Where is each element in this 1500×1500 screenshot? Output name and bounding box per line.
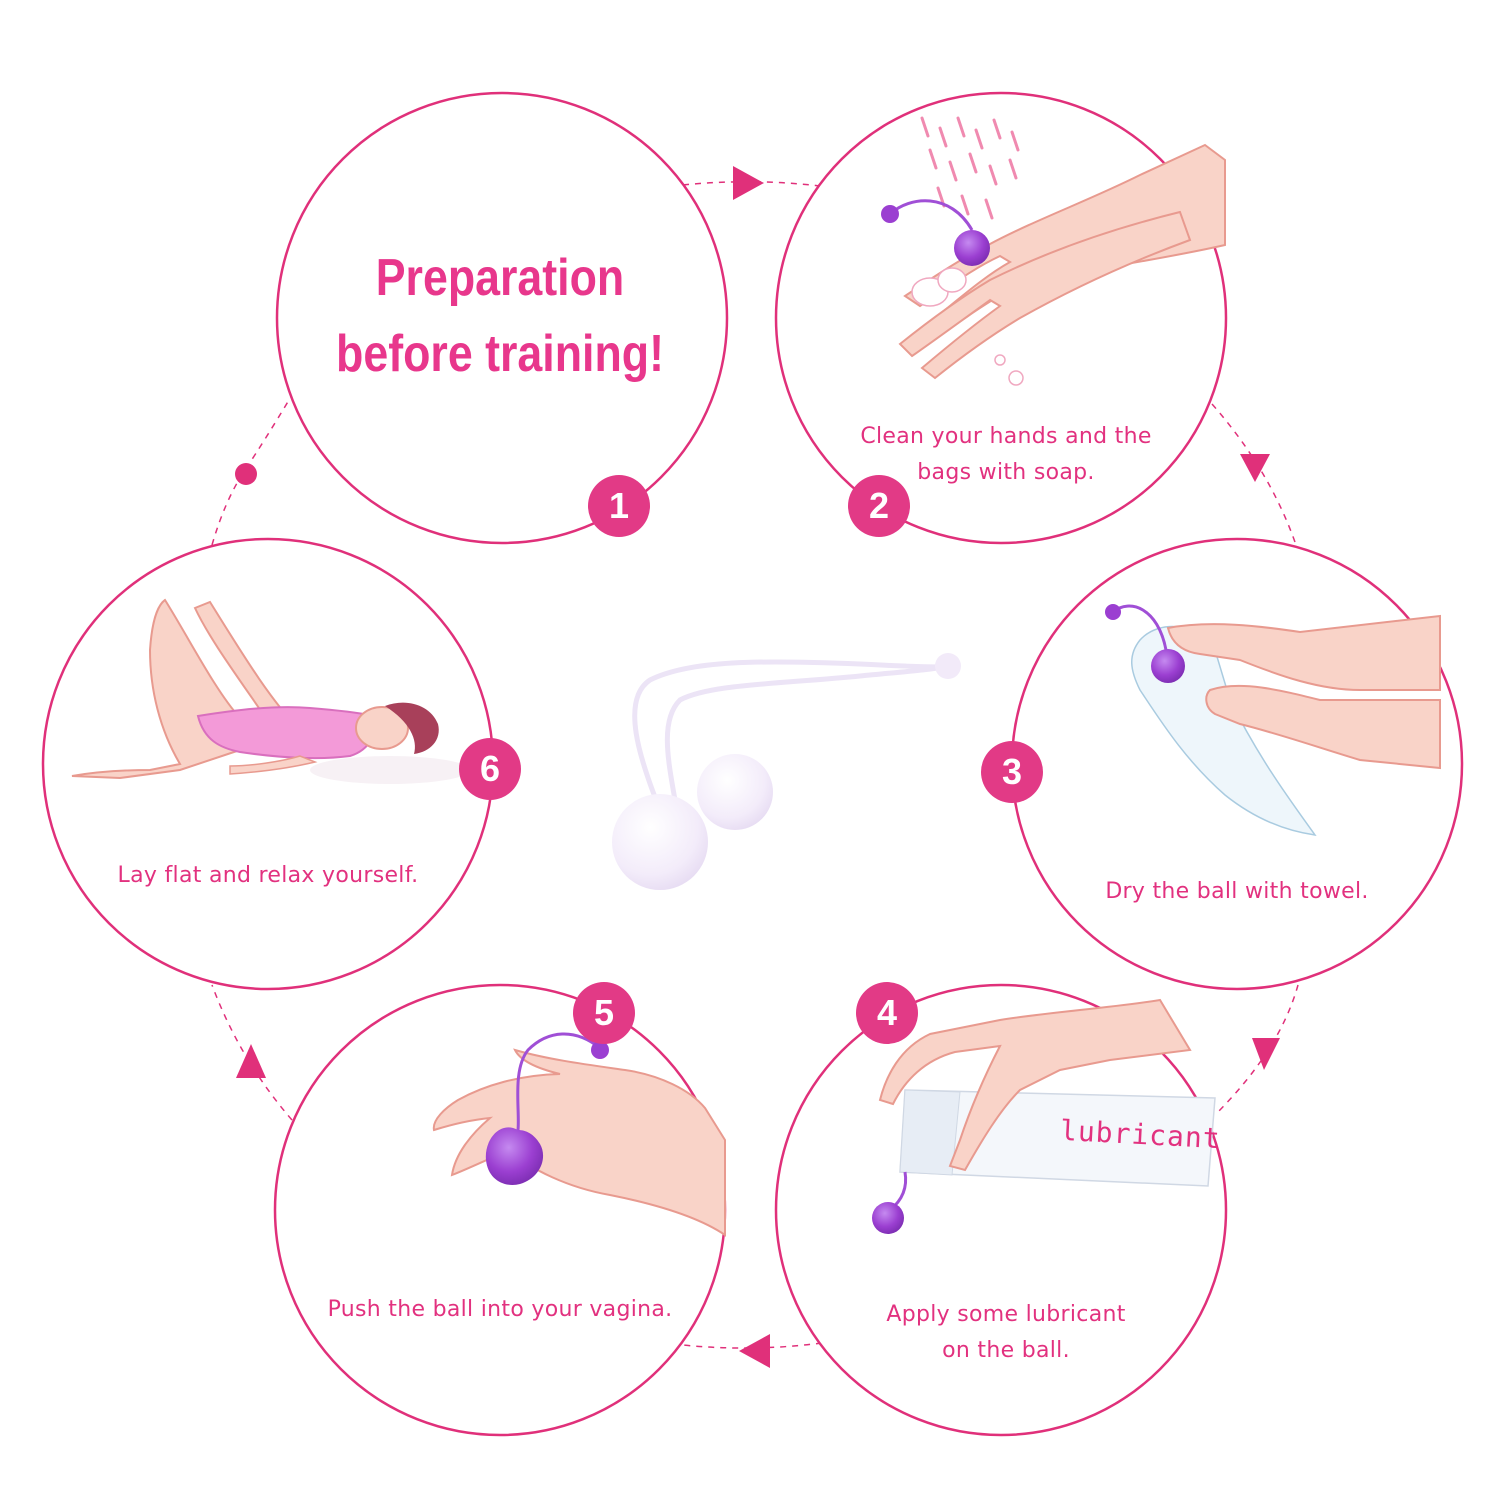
kegel-ball-icon — [612, 653, 961, 890]
step-badge-3: 3 — [981, 741, 1043, 803]
step-badge-6: 6 — [459, 738, 521, 800]
caption-line: Apply some lubricant — [886, 1302, 1126, 1327]
kegel-ball-icon — [1105, 604, 1185, 683]
title-line-2: before training! — [336, 325, 664, 383]
step-badge-2: 2 — [848, 475, 910, 537]
start-dot-icon — [235, 463, 257, 485]
caption-line: Push the ball into your vagina. — [327, 1297, 673, 1322]
reclining-woman-icon — [71, 598, 470, 784]
hand-icon — [1166, 614, 1441, 770]
connector-path — [211, 181, 1299, 1349]
step-6-caption: Lay flat and relax yourself. — [73, 858, 463, 894]
caption-line: Lay flat and relax yourself. — [117, 863, 419, 888]
step-badge-5: 5 — [573, 982, 635, 1044]
caption-line: bags with soap. — [917, 460, 1095, 485]
step-2-caption: Clean your hands and the bags with soap. — [836, 419, 1176, 491]
title-line-1: Preparation — [375, 249, 625, 307]
kegel-ball-icon — [485, 1032, 609, 1185]
page-title: Preparation before training! — [319, 240, 680, 392]
caption-line: on the ball. — [942, 1338, 1070, 1363]
step-4-caption: Apply some lubricant on the ball. — [836, 1297, 1176, 1369]
step-badge-1: 1 — [588, 475, 650, 537]
caption-line: Clean your hands and the — [860, 424, 1152, 449]
arrow-down-icon — [1252, 1038, 1280, 1070]
hand-icon — [898, 143, 1226, 380]
step-3-caption: Dry the ball with towel. — [1062, 874, 1412, 910]
arrow-up-icon — [236, 1044, 266, 1078]
kegel-ball-icon — [881, 199, 990, 266]
step-5-caption: Push the ball into your vagina. — [300, 1292, 700, 1328]
hand-icon — [432, 1048, 726, 1237]
step-1-circle — [275, 91, 729, 545]
arrow-left-icon — [739, 1334, 770, 1368]
arrow-right-icon — [733, 166, 764, 200]
hand-icon — [878, 998, 1192, 1172]
kegel-ball-icon — [872, 1171, 908, 1234]
step-badge-4: 4 — [856, 982, 918, 1044]
soap-foam — [911, 267, 1024, 386]
arrow-down-icon — [1240, 454, 1270, 482]
caption-line: Dry the ball with towel. — [1105, 879, 1369, 904]
step-5-circle — [273, 983, 727, 1437]
water-drops-icon — [920, 116, 1020, 220]
